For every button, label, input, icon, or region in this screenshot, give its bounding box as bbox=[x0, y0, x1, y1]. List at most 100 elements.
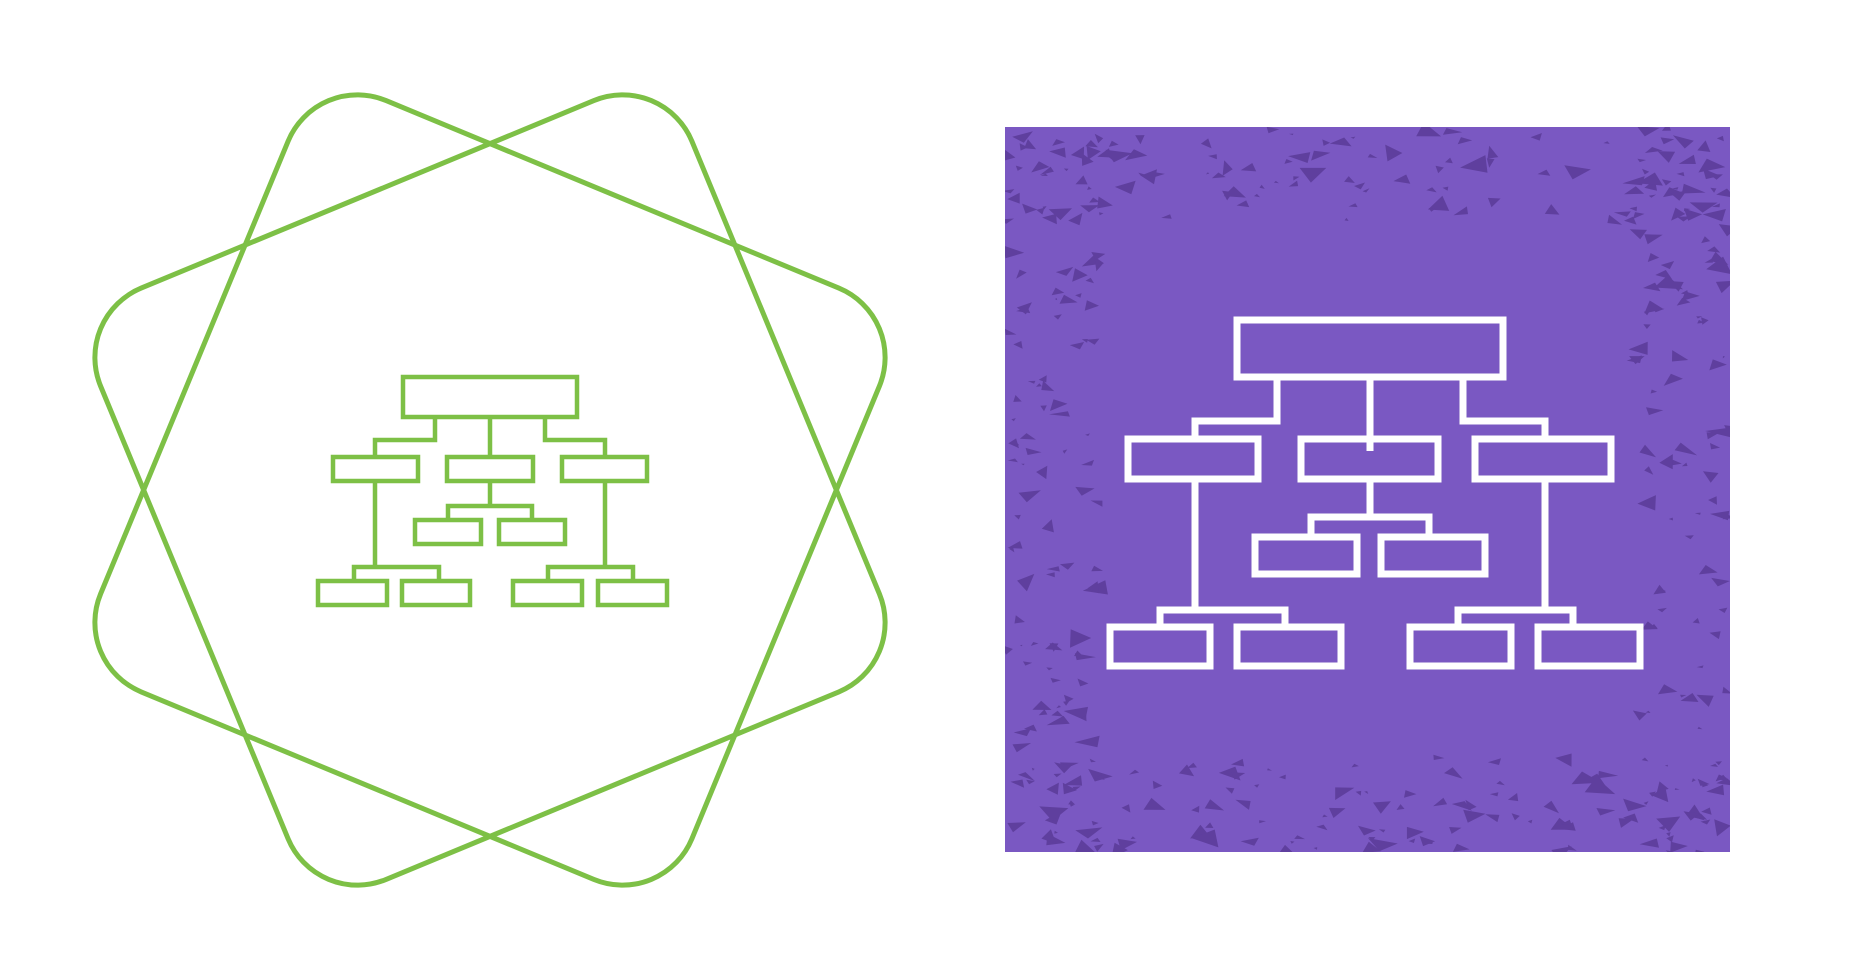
texture-speck bbox=[1701, 807, 1712, 815]
texture-speck bbox=[1015, 165, 1023, 171]
texture-speck bbox=[1368, 838, 1398, 852]
texture-speck bbox=[1444, 767, 1463, 779]
texture-speck bbox=[1010, 779, 1025, 788]
texture-speck bbox=[1051, 710, 1064, 717]
texture-speck bbox=[1288, 180, 1299, 187]
texture-speck bbox=[1674, 442, 1698, 456]
texture-speck bbox=[1135, 135, 1145, 145]
hierarchy-icon-outline-variant bbox=[92, 92, 888, 888]
texture-speck bbox=[1075, 486, 1095, 496]
texture-speck bbox=[1063, 694, 1074, 703]
texture-speck bbox=[1187, 762, 1197, 769]
texture-speck bbox=[1299, 167, 1327, 183]
texture-speck bbox=[1046, 572, 1055, 578]
level2-box-center bbox=[444, 454, 536, 484]
texture-speck bbox=[1442, 186, 1449, 191]
texture-speck bbox=[1322, 814, 1328, 818]
texture-speck bbox=[1658, 825, 1666, 831]
texture-speck bbox=[1650, 389, 1658, 394]
texture-speck bbox=[1705, 427, 1730, 438]
leaf-box-3 bbox=[1406, 623, 1515, 670]
texture-speck bbox=[1013, 395, 1022, 402]
texture-speck bbox=[1613, 211, 1631, 217]
hierarchy-structure-icon bbox=[92, 92, 888, 888]
texture-speck bbox=[1018, 772, 1035, 782]
texture-speck bbox=[1661, 179, 1672, 186]
texture-speck bbox=[1080, 715, 1087, 722]
texture-speck bbox=[1406, 826, 1424, 840]
texture-speck bbox=[1644, 147, 1663, 153]
texture-speck bbox=[1703, 168, 1721, 180]
texture-speck bbox=[1062, 449, 1068, 454]
texture-speck bbox=[1054, 762, 1072, 774]
texture-speck bbox=[1344, 217, 1349, 221]
texture-speck bbox=[1026, 779, 1035, 785]
texture-speck bbox=[1063, 775, 1083, 786]
texture-speck bbox=[1665, 850, 1671, 852]
texture-speck bbox=[1697, 319, 1705, 324]
texture-speck bbox=[1707, 246, 1721, 253]
texture-speck bbox=[1629, 356, 1645, 365]
texture-speck bbox=[1097, 196, 1113, 209]
texture-speck bbox=[1089, 758, 1096, 763]
texture-speck bbox=[1715, 761, 1722, 766]
texture-speck bbox=[1012, 743, 1032, 753]
texture-speck bbox=[1714, 819, 1730, 837]
texture-speck bbox=[1031, 161, 1050, 173]
texture-speck bbox=[1358, 825, 1376, 836]
texture-speck bbox=[1049, 411, 1070, 417]
texture-speck bbox=[1674, 788, 1680, 790]
texture-speck bbox=[1045, 642, 1063, 651]
texture-speck bbox=[1093, 775, 1105, 780]
texture-speck bbox=[1704, 257, 1714, 263]
texture-speck bbox=[1294, 835, 1306, 840]
texture-speck bbox=[1657, 151, 1676, 163]
grunge-texture bbox=[1005, 127, 1730, 852]
texture-speck bbox=[1046, 667, 1053, 671]
texture-speck bbox=[1289, 133, 1294, 136]
texture-speck bbox=[1211, 172, 1226, 179]
texture-speck bbox=[1643, 801, 1649, 805]
texture-speck bbox=[1656, 588, 1667, 594]
texture-speck bbox=[1643, 324, 1651, 329]
texture-speck bbox=[1696, 316, 1703, 319]
texture-speck bbox=[1041, 519, 1054, 533]
texture-speck bbox=[1708, 496, 1717, 505]
texture-speck bbox=[1069, 342, 1085, 350]
texture-speck bbox=[1041, 829, 1057, 844]
texture-speck bbox=[1081, 153, 1094, 166]
texture-speck bbox=[1355, 790, 1362, 796]
texture-speck bbox=[1701, 317, 1709, 325]
texture-speck bbox=[1624, 216, 1637, 225]
texture-speck bbox=[1161, 214, 1172, 219]
texture-speck bbox=[1598, 770, 1619, 779]
texture-speck bbox=[1344, 176, 1355, 183]
texture-speck bbox=[1075, 827, 1103, 839]
texture-speck bbox=[1530, 133, 1542, 141]
texture-speck bbox=[1053, 773, 1062, 778]
texture-speck bbox=[1129, 769, 1140, 775]
texture-speck bbox=[1584, 777, 1616, 795]
texture-speck bbox=[1200, 138, 1212, 149]
texture-speck bbox=[1143, 797, 1166, 810]
texture-speck bbox=[1629, 229, 1647, 240]
level3-box-right bbox=[496, 517, 568, 547]
texture-speck bbox=[1084, 300, 1099, 311]
texture-speck bbox=[1656, 816, 1681, 832]
texture-speck bbox=[1052, 139, 1065, 146]
texture-speck bbox=[1087, 186, 1092, 190]
texture-speck bbox=[1041, 380, 1055, 392]
texture-speck bbox=[1016, 269, 1027, 279]
texture-speck bbox=[1046, 782, 1059, 795]
texture-speck bbox=[1313, 847, 1318, 850]
texture-speck bbox=[1011, 418, 1016, 422]
texture-speck bbox=[1005, 189, 1015, 194]
texture-speck bbox=[1654, 275, 1683, 290]
texture-speck bbox=[1114, 180, 1136, 195]
texture-speck bbox=[1054, 298, 1058, 301]
texture-speck bbox=[1322, 139, 1331, 146]
texture-speck bbox=[1709, 631, 1721, 640]
texture-speck bbox=[1005, 646, 1013, 655]
texture-speck bbox=[1254, 193, 1260, 198]
texture-speck bbox=[1664, 764, 1668, 767]
